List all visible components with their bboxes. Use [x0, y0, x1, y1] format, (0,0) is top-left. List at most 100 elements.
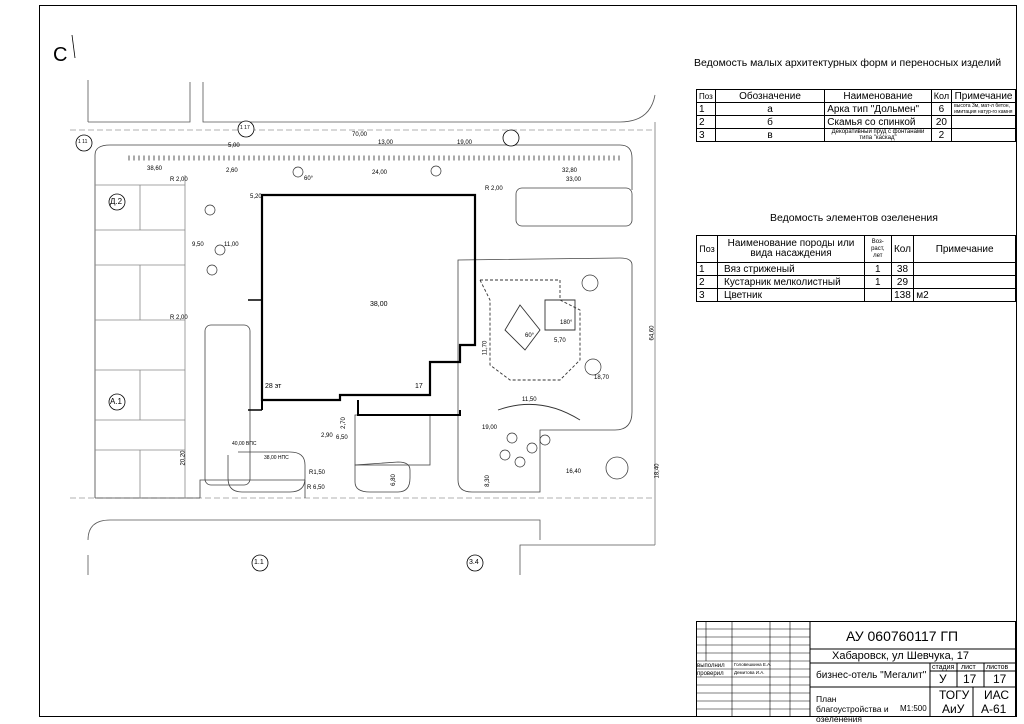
- author-name: Головешкина Е.А.: [734, 662, 772, 667]
- dimension-label: 24,00: [372, 170, 388, 176]
- cell-qty: 6: [930, 102, 953, 116]
- dimension-label: 2,60: [226, 168, 238, 174]
- table-row: 1 Вяз стриженый 1 38: [695, 262, 1016, 276]
- header-cell: Наименование породы или вида насаждения: [717, 235, 865, 263]
- garden-path: [497, 403, 581, 421]
- axis-label: 1 17: [240, 125, 250, 131]
- green-table: Поз Наименование породы или вида насажде…: [695, 235, 1016, 302]
- dimension-label: 6,50: [336, 435, 348, 441]
- table-row: 3 Цветник 138 м2: [695, 288, 1016, 302]
- tree-icon: [206, 264, 218, 276]
- dimension-label: 8,30: [484, 475, 491, 487]
- cell-pos: 1: [695, 262, 719, 276]
- axis-label: А.1: [110, 397, 123, 406]
- title-block: АУ 060760117 ГП Хабаровск, ул Шевчука, 1…: [696, 621, 1016, 724]
- tree-icon: [539, 434, 551, 446]
- cell-code: в: [714, 128, 826, 142]
- header-cell: Примечание: [913, 235, 1016, 263]
- green-table-title: Ведомость элементов озеленения: [770, 212, 938, 224]
- table-row: 1 а Арка тип "Дольмен" 6 высота 3м, мат-…: [696, 102, 1016, 116]
- cell-note: [913, 262, 1016, 276]
- tree-icon: [214, 244, 226, 256]
- dimension-label: 5,20: [250, 194, 262, 200]
- maf-table: Поз Обозначение Наименование Кол Примеча…: [696, 89, 1016, 142]
- dimension-label: 11,70: [482, 340, 489, 356]
- road-line: [202, 82, 656, 123]
- tree-icon: [204, 204, 216, 216]
- tree-icon: [526, 442, 538, 454]
- dimension-label: 18,40: [654, 463, 661, 479]
- tree-icon: [506, 432, 518, 444]
- dimension-label: 19,00: [482, 425, 498, 431]
- header-cell: Примечание: [951, 89, 1016, 103]
- cell-qty: 138: [890, 288, 915, 302]
- cell-pos: 2: [696, 115, 716, 129]
- dimension-label: 60°: [304, 176, 314, 182]
- table-header-row: Поз Наименование породы или вида насажде…: [695, 235, 1016, 263]
- tree-icon: [584, 358, 602, 376]
- north-arrow: [71, 34, 76, 59]
- north-label: С: [53, 44, 68, 66]
- road-line: [87, 519, 541, 541]
- dimension-label: R1,50: [309, 470, 326, 476]
- tree-icon: [430, 165, 442, 177]
- org-name: ТОГУ: [939, 688, 970, 702]
- axis-label: 1.1: [254, 559, 264, 566]
- header-cell: Воз-раст, лет: [863, 235, 892, 263]
- site-boundary: [95, 479, 306, 499]
- dimension-label: 32,80: [562, 168, 578, 174]
- address: Хабаровск, ул Шевчука, 17: [832, 650, 970, 662]
- dimension-label: 2,70: [340, 417, 347, 429]
- road-line: [88, 82, 191, 123]
- header-cell: Поз: [695, 235, 719, 263]
- sheet-value: 17: [963, 672, 977, 686]
- cell-code: а: [714, 102, 826, 116]
- cell-name: Арка тип "Дольмен": [824, 102, 932, 116]
- maf-table-title: Ведомость малых архитектурных форм и пер…: [694, 57, 1002, 69]
- org-department: АиУ: [942, 702, 965, 716]
- dimension-label: 60°: [525, 333, 535, 339]
- header-cell: Кол: [930, 89, 953, 103]
- dimension-label: 5,00: [228, 143, 240, 149]
- cell-note: [913, 275, 1016, 289]
- document-code: АУ 060760117 ГП: [846, 628, 959, 644]
- garden-path: [479, 279, 581, 381]
- axis-marker: [237, 120, 255, 138]
- table-row: 3 в Декоративный пруд с фонтанами типа "…: [696, 128, 1016, 142]
- dimension-label: 13,00: [378, 140, 394, 146]
- dimension-label: R 2,00: [170, 315, 188, 321]
- header-cell: Наименование: [824, 89, 932, 103]
- dimension-label: R 2,00: [170, 177, 188, 183]
- elevation-label: 38,00 НПС: [264, 455, 289, 461]
- fountain-circle: [605, 456, 629, 480]
- cell-pos: 3: [696, 128, 716, 142]
- cell-pos: 2: [695, 275, 719, 289]
- cell-age: 1: [863, 275, 892, 289]
- pond: [504, 304, 541, 351]
- parking-strip: [204, 324, 251, 486]
- building-area-label: 38,00: [370, 301, 388, 308]
- checker-name: Демитова И.А.: [734, 670, 765, 675]
- table-row: 2 Кустарник мелколистный 1 29: [695, 275, 1016, 289]
- dimension-label: 180°: [560, 320, 573, 326]
- cell-note: высота 3м, мат-л бетон, имитация натур-г…: [951, 102, 1016, 116]
- dimension-label: 18,70: [594, 375, 610, 381]
- dimension-label: R 2,00: [485, 186, 503, 192]
- axis-marker: [466, 554, 484, 572]
- tree-icon: [514, 456, 526, 468]
- parking-strip: [515, 187, 633, 227]
- plaza: [354, 461, 411, 493]
- cell-qty: 20: [930, 115, 953, 129]
- dimension-label: 70,00: [352, 132, 368, 138]
- axis-label: 1 11: [78, 139, 88, 145]
- scale: М1:500: [900, 704, 927, 713]
- parking-strip: [354, 414, 431, 466]
- sheet-title: План благоустройства и озеленения: [816, 694, 889, 724]
- cell-name: Скамья со спинкой: [824, 115, 932, 129]
- group-code: ИАС: [984, 688, 1010, 702]
- axis-label: Д.2: [110, 197, 123, 206]
- dimension-label: 20,20: [180, 450, 187, 466]
- header-cell: Кол: [890, 235, 915, 263]
- site-boundary: [94, 144, 633, 190]
